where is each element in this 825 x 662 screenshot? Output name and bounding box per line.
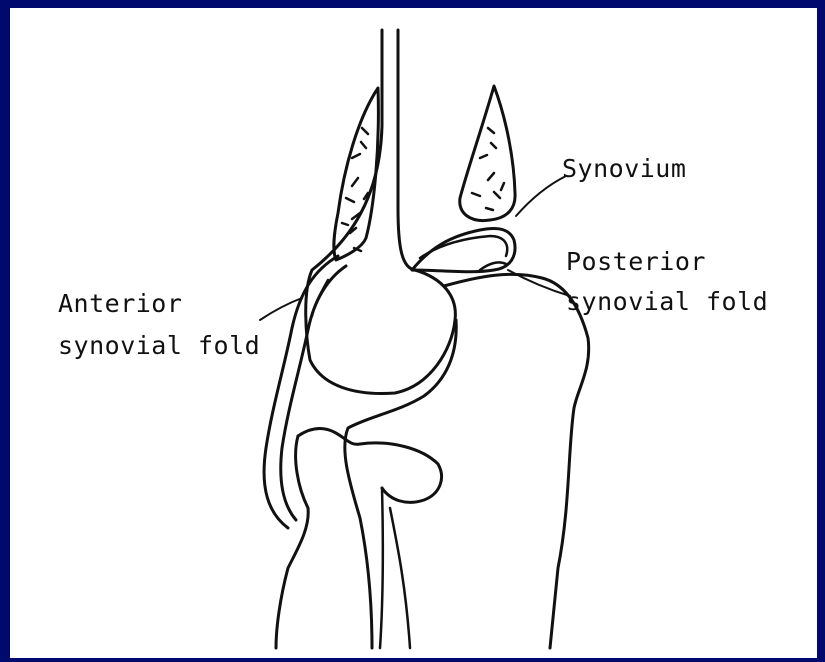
label-anterior-fold-line2: synovial fold (58, 330, 260, 361)
label-anterior-fold-line1: Anterior (58, 288, 182, 319)
lower-bone-anterior (276, 429, 442, 648)
label-posterior-fold-line1: Posterior (566, 246, 706, 277)
anterior-fat-pad (334, 88, 379, 260)
label-synovium: Synovium (562, 153, 686, 184)
posterior-fold-leader (508, 270, 570, 296)
upper-bone (306, 30, 456, 394)
condyle-outline (306, 30, 456, 394)
diagram-panel: Synovium Posterior synovial fold Anterio… (10, 8, 817, 658)
posterior-synovial-fold (412, 228, 515, 271)
synovium-leader (516, 176, 566, 216)
label-posterior-fold-line2: synovial fold (566, 286, 768, 317)
posterior-fat-pad (460, 86, 515, 221)
